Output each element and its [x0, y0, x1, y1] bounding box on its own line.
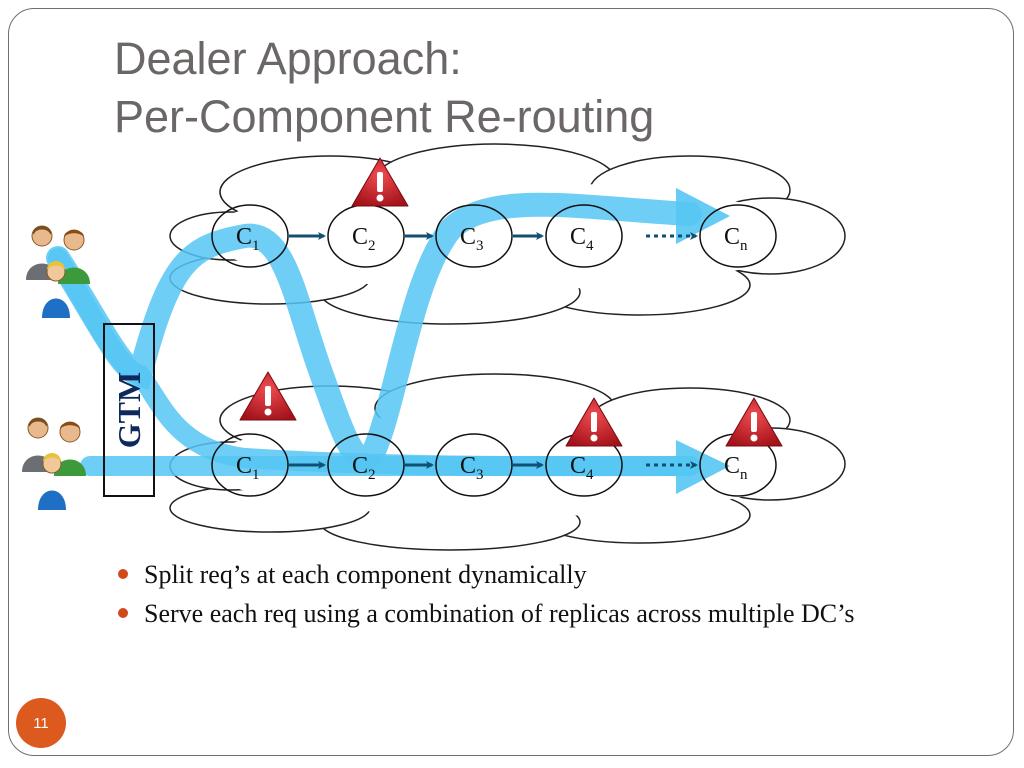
component-label: C3	[460, 453, 484, 483]
component-label: C2	[352, 224, 376, 254]
component-node	[211, 433, 289, 497]
component-node	[435, 433, 513, 497]
slide-title: Dealer Approach: Per-Component Re-routin…	[114, 30, 914, 146]
warning-icon	[565, 397, 623, 447]
title-line-1: Dealer Approach:	[114, 33, 462, 84]
component-label: C1	[236, 453, 260, 483]
bullet-item: Serve each req using a combination of re…	[118, 597, 938, 630]
users-group-icon	[26, 225, 90, 318]
component-label: C3	[460, 224, 484, 254]
gtm-box	[103, 323, 155, 497]
component-label: C4	[570, 224, 594, 254]
users-group-icon	[22, 417, 86, 510]
page-number-badge: 11	[16, 698, 66, 748]
component-label: C1	[236, 224, 260, 254]
bullet-list: Split req’s at each component dynamicall…	[118, 558, 938, 636]
component-node	[699, 204, 777, 268]
flow-top-arrowhead	[676, 188, 730, 244]
component-label: Cn	[724, 453, 748, 483]
warning-icon	[725, 397, 783, 447]
warning-icon	[239, 371, 297, 421]
component-node	[327, 433, 405, 497]
component-node	[211, 204, 289, 268]
gtm-label: GTM	[111, 372, 147, 448]
flow-top-path	[46, 192, 702, 471]
component-label: C4	[570, 453, 594, 483]
title-line-2: Per-Component Re-routing	[114, 91, 655, 142]
component-label: Cn	[724, 224, 748, 254]
component-node	[435, 204, 513, 268]
flow-bottom-arrowhead	[676, 440, 730, 494]
component-node	[545, 204, 623, 268]
component-label: C2	[352, 453, 376, 483]
warning-icon	[351, 157, 409, 207]
bullet-item: Split req’s at each component dynamicall…	[118, 558, 938, 591]
